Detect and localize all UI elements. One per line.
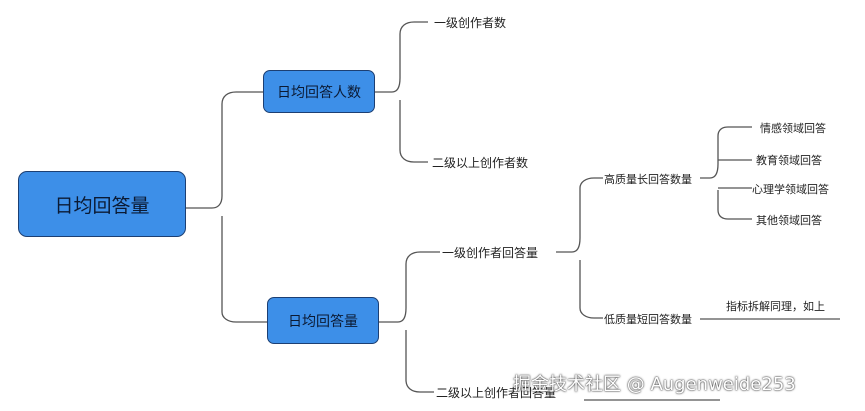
- watermark-text: 掘金技术社区 @ Augenweide253: [513, 374, 796, 395]
- leaf-psychology-domain: 心理学领域回答: [752, 183, 829, 196]
- root-label: 日均回答量: [54, 194, 150, 217]
- node-high-quality-long: 高质量长回答数量: [604, 173, 692, 186]
- link-first-creator: [556, 177, 603, 319]
- branch-node-daily-responders: 日均回答人数: [263, 70, 375, 113]
- leaf-emotion-domain: 情感领域回答: [760, 122, 826, 135]
- leaf-second-level-creators: 二级以上创作者数: [432, 156, 529, 170]
- link-high-quality: [700, 126, 752, 220]
- branch-a-label: 日均回答人数: [277, 84, 361, 101]
- node-first-creator-answers: 一级创作者回答量: [442, 246, 539, 260]
- leaf-first-level-creators: 一级创作者数: [434, 16, 507, 30]
- note-same-breakdown: 指标拆解同理，如上: [726, 300, 825, 313]
- leaf-other-domain: 其他领域回答: [756, 214, 822, 227]
- root-node: 日均回答量: [18, 171, 186, 237]
- leaf-education-domain: 教育领域回答: [756, 154, 822, 167]
- node-second-creator-answers: 二级以上创作者回答量: [436, 386, 557, 400]
- link-branch-b: [379, 251, 440, 393]
- branch-node-daily-answers: 日均回答量: [267, 297, 379, 344]
- node-low-quality-short: 低质量短回答数量: [604, 313, 692, 326]
- link-root-branches: [186, 91, 267, 323]
- branch-b-label: 日均回答量: [288, 313, 358, 330]
- link-branch-a: [375, 21, 428, 163]
